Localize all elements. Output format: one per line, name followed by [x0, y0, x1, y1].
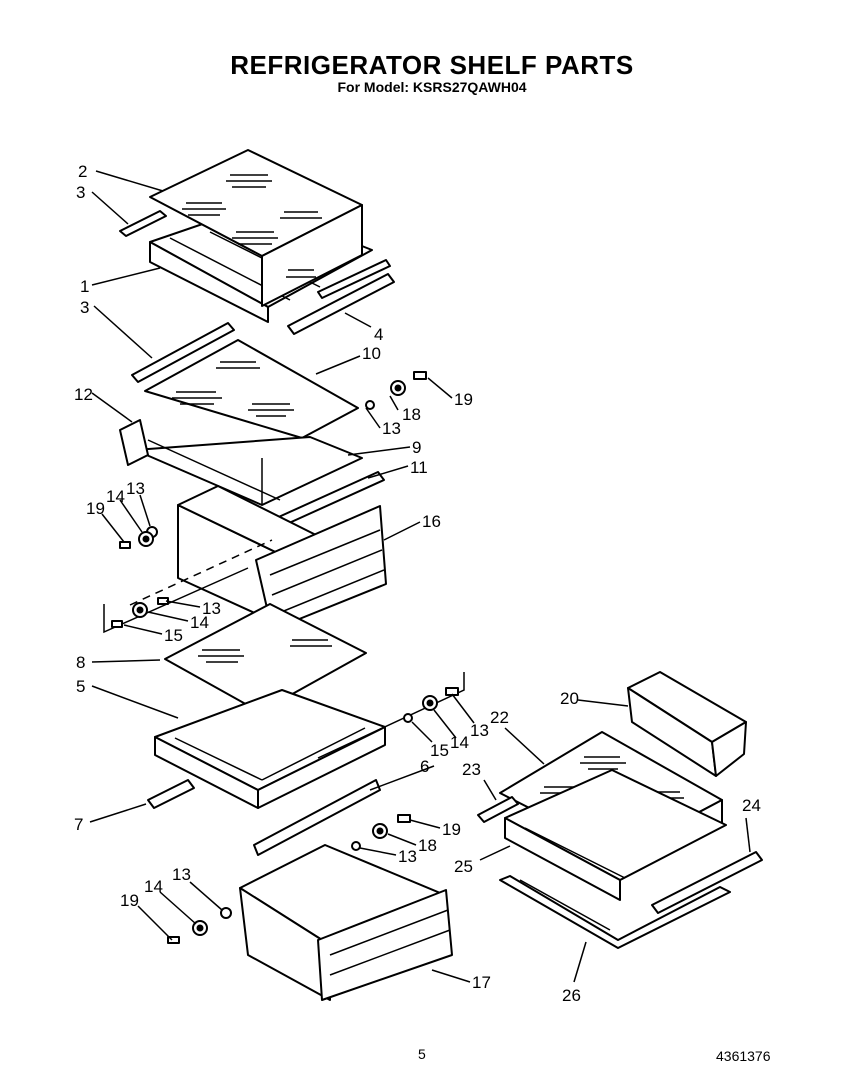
- callout-14: 14: [450, 733, 469, 752]
- callout-19: 19: [120, 891, 139, 910]
- right-shelf-frame: [504, 769, 727, 901]
- shelf-side-trim-left: [119, 210, 167, 237]
- right-slide-rail: [499, 875, 731, 949]
- model-line: For Model: KSRS27QAWH04: [337, 79, 527, 95]
- middle-glass-hatch: [172, 361, 294, 417]
- middle-glass-shelf: [144, 339, 359, 439]
- bracket-line-left: [103, 567, 249, 634]
- lower-shelf-rail: [147, 779, 195, 809]
- right-trim-23: [477, 796, 519, 823]
- callout-3: 3: [76, 183, 85, 202]
- callout-19: 19: [442, 820, 461, 839]
- callout-13: 13: [398, 847, 417, 866]
- callout-13: 13: [172, 865, 191, 884]
- callout-6: 6: [420, 757, 429, 776]
- callout-4: 4: [374, 325, 383, 344]
- callout-26: 26: [562, 986, 581, 1005]
- lower-crisper-drawer: [239, 844, 453, 1001]
- shelf-side-trim-right: [287, 259, 395, 335]
- callout-24: 24: [742, 796, 761, 815]
- middle-shelf-frame: [119, 419, 363, 506]
- page-number: 5: [418, 1046, 426, 1062]
- front-trim-strip-6: [253, 779, 381, 856]
- callout-labels: 2 3 1 4 3 10 19 18 12 13 9 11 19 14 13 1…: [74, 162, 761, 1005]
- callout-22: 22: [490, 708, 509, 727]
- page-title: REFRIGERATOR SHELF PARTS: [230, 50, 634, 80]
- lower-glass-hatch: [198, 639, 332, 663]
- callout-11: 11: [410, 458, 428, 477]
- callout-20: 20: [560, 689, 579, 708]
- fasteners-lower-left: [167, 907, 232, 944]
- callout-18: 18: [402, 405, 421, 424]
- callout-8: 8: [76, 653, 85, 672]
- callout-16: 16: [422, 512, 441, 531]
- callout-2: 2: [78, 162, 87, 181]
- upper-glass-shelf: [149, 149, 363, 307]
- callout-15: 15: [164, 626, 183, 645]
- callout-23: 23: [462, 760, 481, 779]
- callout-7: 7: [74, 815, 83, 834]
- bracket-line-right: [317, 672, 465, 759]
- middle-trim-strip: [131, 322, 235, 383]
- callout-25: 25: [454, 857, 473, 876]
- callout-14: 14: [144, 877, 163, 896]
- screw-19a: [119, 541, 131, 549]
- callout-13: 13: [382, 419, 401, 438]
- callout-14: 14: [190, 613, 209, 632]
- callout-14: 14: [106, 487, 125, 506]
- upper-crisper-drawer: [177, 485, 387, 631]
- fasteners-mid-left: [111, 597, 169, 628]
- dairy-bin: [627, 671, 747, 777]
- alignment-line: [129, 539, 273, 606]
- glass-hatch-marks: [182, 174, 322, 278]
- callout-13: 13: [126, 479, 145, 498]
- right-trim-24: [651, 851, 763, 914]
- callout-17: 17: [472, 973, 491, 992]
- document-number: 4361376: [716, 1048, 771, 1064]
- callout-10: 10: [362, 344, 381, 363]
- callout-12: 12: [74, 385, 93, 404]
- lower-glass-shelf: [164, 603, 367, 713]
- callout-5: 5: [76, 677, 85, 696]
- callout-13: 13: [470, 721, 489, 740]
- callout-15: 15: [430, 741, 449, 760]
- fasteners-upper-right: [365, 371, 427, 410]
- fasteners-upper-left: [119, 526, 158, 549]
- callout-18: 18: [418, 836, 437, 855]
- callout-19: 19: [454, 390, 473, 409]
- leader-lines: [89, 170, 751, 983]
- callout-3: 3: [80, 298, 89, 317]
- fasteners-lower-right: [351, 814, 411, 851]
- callout-1: 1: [80, 277, 89, 296]
- callout-13: 13: [202, 599, 221, 618]
- callout-9: 9: [412, 438, 421, 457]
- fasteners-mid-right: [403, 687, 459, 723]
- callout-19: 19: [86, 499, 105, 518]
